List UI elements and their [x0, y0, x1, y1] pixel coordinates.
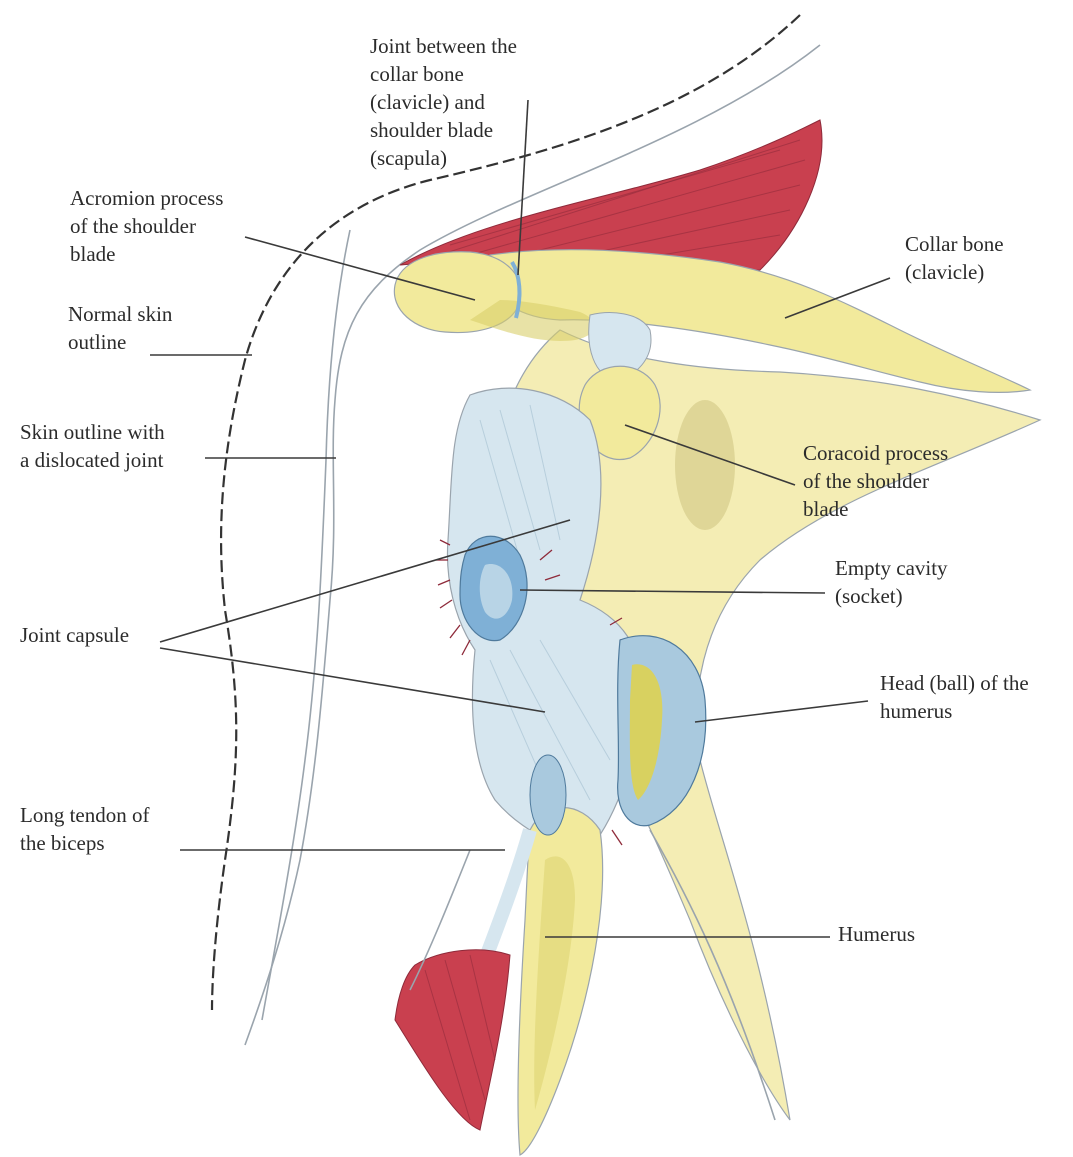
- label-acromion: Acromion process of the shoulder blade: [70, 186, 229, 266]
- label-joint-between: Joint between the collar bone (clavicle)…: [370, 34, 522, 170]
- label-skin-dislocated: Skin outline with a dislocated joint: [20, 420, 170, 472]
- label-collar-bone: Collar bone (clavicle): [905, 232, 1009, 284]
- leader-head-humerus: [695, 701, 868, 722]
- label-humerus: Humerus: [838, 922, 915, 946]
- biceps-muscle: [395, 950, 510, 1130]
- dislocated-skin-outline-inner: [262, 230, 350, 1020]
- label-long-tendon: Long tendon of the biceps: [20, 803, 155, 855]
- label-coracoid: Coracoid process of the shoulder blade: [803, 441, 953, 521]
- label-joint-capsule: Joint capsule: [20, 623, 129, 647]
- label-normal-skin: Normal skin outline: [68, 302, 178, 354]
- scapula-shadow: [675, 400, 735, 530]
- label-empty-cavity: Empty cavity (socket): [835, 556, 953, 608]
- label-head-humerus: Head (ball) of the humerus: [880, 671, 1034, 723]
- biceps-tendon-head: [530, 755, 566, 835]
